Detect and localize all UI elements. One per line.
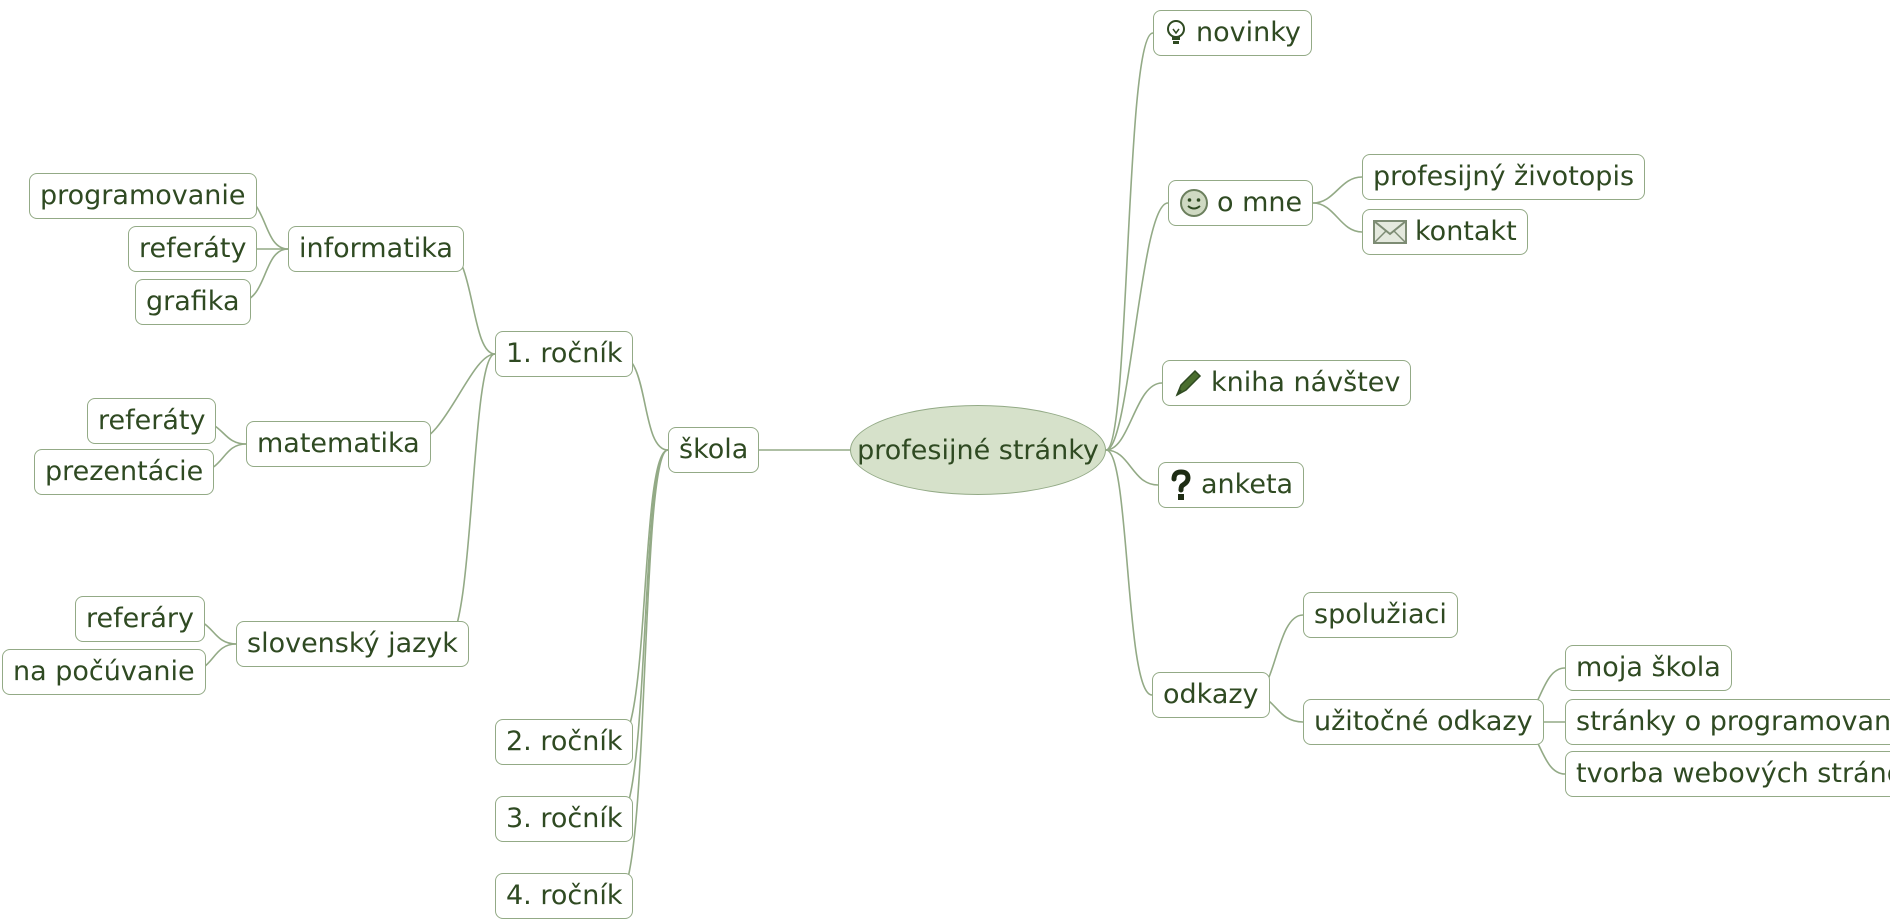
node-label: užitočné odkazy [1314,706,1533,737]
node-label: o mne [1217,187,1303,218]
connector [1105,32,1154,451]
node-referary[interactable]: referáry [75,596,205,642]
node-grafika[interactable]: grafika [135,279,251,325]
node-informatika[interactable]: informatika [288,226,464,272]
node-label: spolužiaci [1314,599,1447,630]
node-prezentacie[interactable]: prezentácie [34,449,215,495]
node-slovensky-jazyk[interactable]: slovenský jazyk [236,621,469,667]
node-label: na počúvanie [13,656,195,687]
node-label: 4. ročník [506,880,623,911]
node-odkazy[interactable]: odkazy [1152,672,1270,718]
root-label: profesijné stránky [857,434,1099,466]
smiley-icon [1179,188,1209,218]
node-label: 3. ročník [506,803,623,834]
node-label: 2. ročník [506,726,623,757]
connector [617,449,669,897]
node-label: grafika [146,286,240,317]
pen-icon [1173,368,1203,398]
root-node[interactable]: profesijné stránky [850,405,1106,495]
node-rocnik-2[interactable]: 2. ročník [495,719,634,765]
node-skola[interactable]: škola [668,427,760,473]
node-novinky[interactable]: novinky [1153,10,1312,56]
connector [1105,202,1169,451]
node-label: referáty [98,405,206,436]
lightbulb-icon [1164,19,1188,47]
connector [1105,382,1163,451]
node-label: referáty [139,233,247,264]
node-referaty-matematika[interactable]: referáty [87,398,217,444]
node-kontakt[interactable]: kontakt [1362,209,1528,255]
node-label: stránky o programovaní [1576,706,1890,737]
node-label: kniha návštev [1211,367,1401,398]
node-moja-skola[interactable]: moja škola [1565,645,1732,691]
node-label: profesijný životopis [1373,161,1635,192]
connector [1105,449,1159,486]
node-label: škola [679,434,749,465]
node-label: matematika [257,428,420,459]
envelope-icon [1373,220,1407,244]
node-rocnik-4[interactable]: 4. ročník [495,873,634,919]
node-label: moja škola [1576,652,1721,683]
node-label: 1. ročník [506,338,623,369]
node-label: slovenský jazyk [247,628,458,659]
node-kniha-navstev[interactable]: kniha návštev [1162,360,1412,406]
node-referaty-informatika[interactable]: referáty [128,226,258,272]
node-programovanie[interactable]: programovanie [29,173,257,219]
node-uzitocne-odkazy[interactable]: užitočné odkazy [1303,699,1544,745]
node-label: tvorba webových stránok [1576,758,1890,789]
node-label: novinky [1196,17,1301,48]
node-na-pocuvanie[interactable]: na počúvanie [2,649,206,695]
connector [1312,202,1363,233]
node-tvorba-webovych-stranok[interactable]: tvorba webových stránok [1565,751,1890,797]
node-anketa[interactable]: anketa [1158,462,1305,508]
node-rocnik-3[interactable]: 3. ročník [495,796,634,842]
connector [1105,449,1153,696]
connector [1312,176,1363,204]
node-label: anketa [1201,469,1294,500]
node-label: referáry [86,603,194,634]
node-matematika[interactable]: matematika [246,421,431,467]
node-label: programovanie [40,180,246,211]
node-label: kontakt [1415,216,1517,247]
node-rocnik-1[interactable]: 1. ročník [495,331,634,377]
node-spoluziaci[interactable]: spolužiaci [1303,592,1458,638]
question-mark-icon [1169,469,1193,501]
node-o-mne[interactable]: o mne [1168,180,1314,226]
node-profesijny-zivotopis[interactable]: profesijný životopis [1362,154,1646,200]
node-label: informatika [299,233,453,264]
node-label: odkazy [1163,679,1259,710]
node-label: prezentácie [45,456,204,487]
node-stranky-o-programovani[interactable]: stránky o programovaní [1565,699,1890,745]
connector [444,353,496,645]
